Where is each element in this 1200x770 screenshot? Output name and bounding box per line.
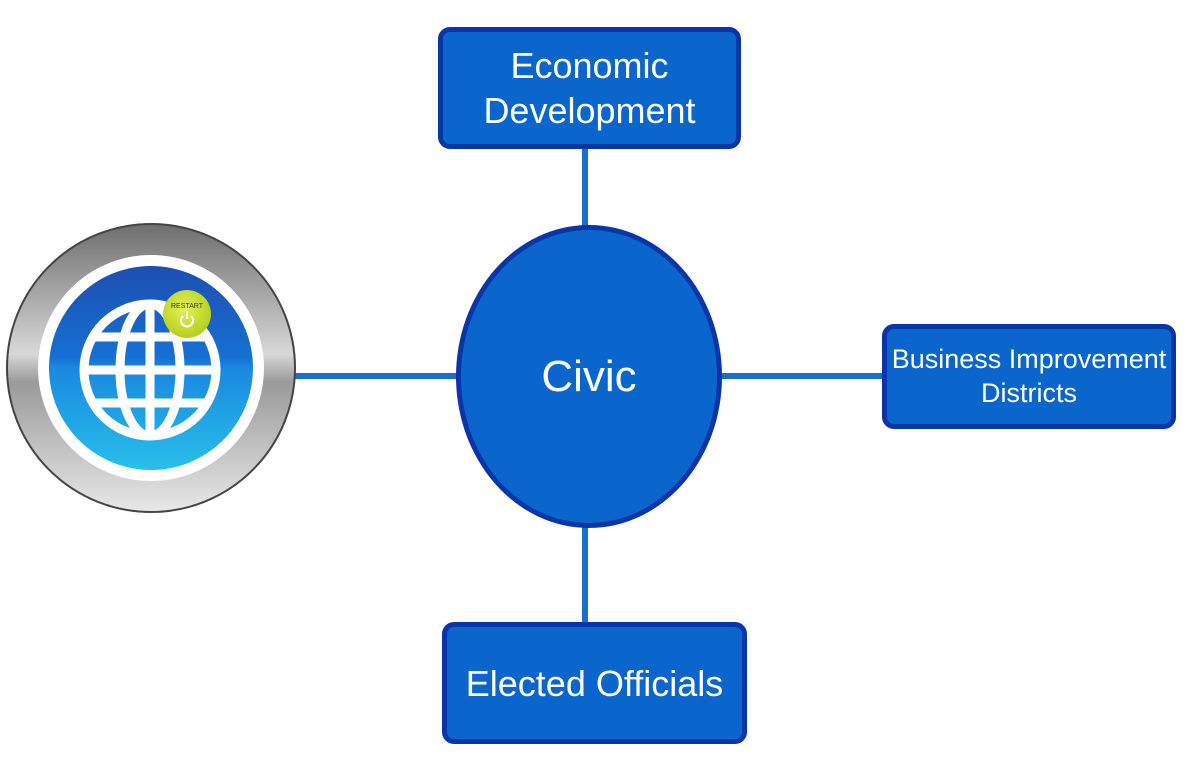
node-label: Elected Officials bbox=[465, 662, 724, 704]
connector-bottom bbox=[582, 525, 588, 625]
connector-top bbox=[582, 148, 588, 228]
globe-button[interactable]: RESTART bbox=[5, 222, 297, 514]
center-node-civic[interactable]: Civic bbox=[456, 225, 722, 528]
restart-badge[interactable]: RESTART bbox=[163, 290, 211, 338]
connector-right bbox=[718, 373, 886, 379]
connector-left bbox=[292, 373, 460, 379]
node-elected-officials[interactable]: Elected Officials bbox=[442, 622, 747, 744]
node-label: Business Improvement Districts bbox=[891, 343, 1167, 408]
restart-label: RESTART bbox=[171, 303, 204, 310]
node-business-improvement-districts[interactable]: Business Improvement Districts bbox=[882, 324, 1176, 429]
node-label: Economic Development bbox=[483, 45, 696, 131]
node-economic-development[interactable]: Economic Development bbox=[438, 27, 741, 149]
center-label: Civic bbox=[541, 351, 637, 401]
power-icon bbox=[180, 311, 194, 328]
